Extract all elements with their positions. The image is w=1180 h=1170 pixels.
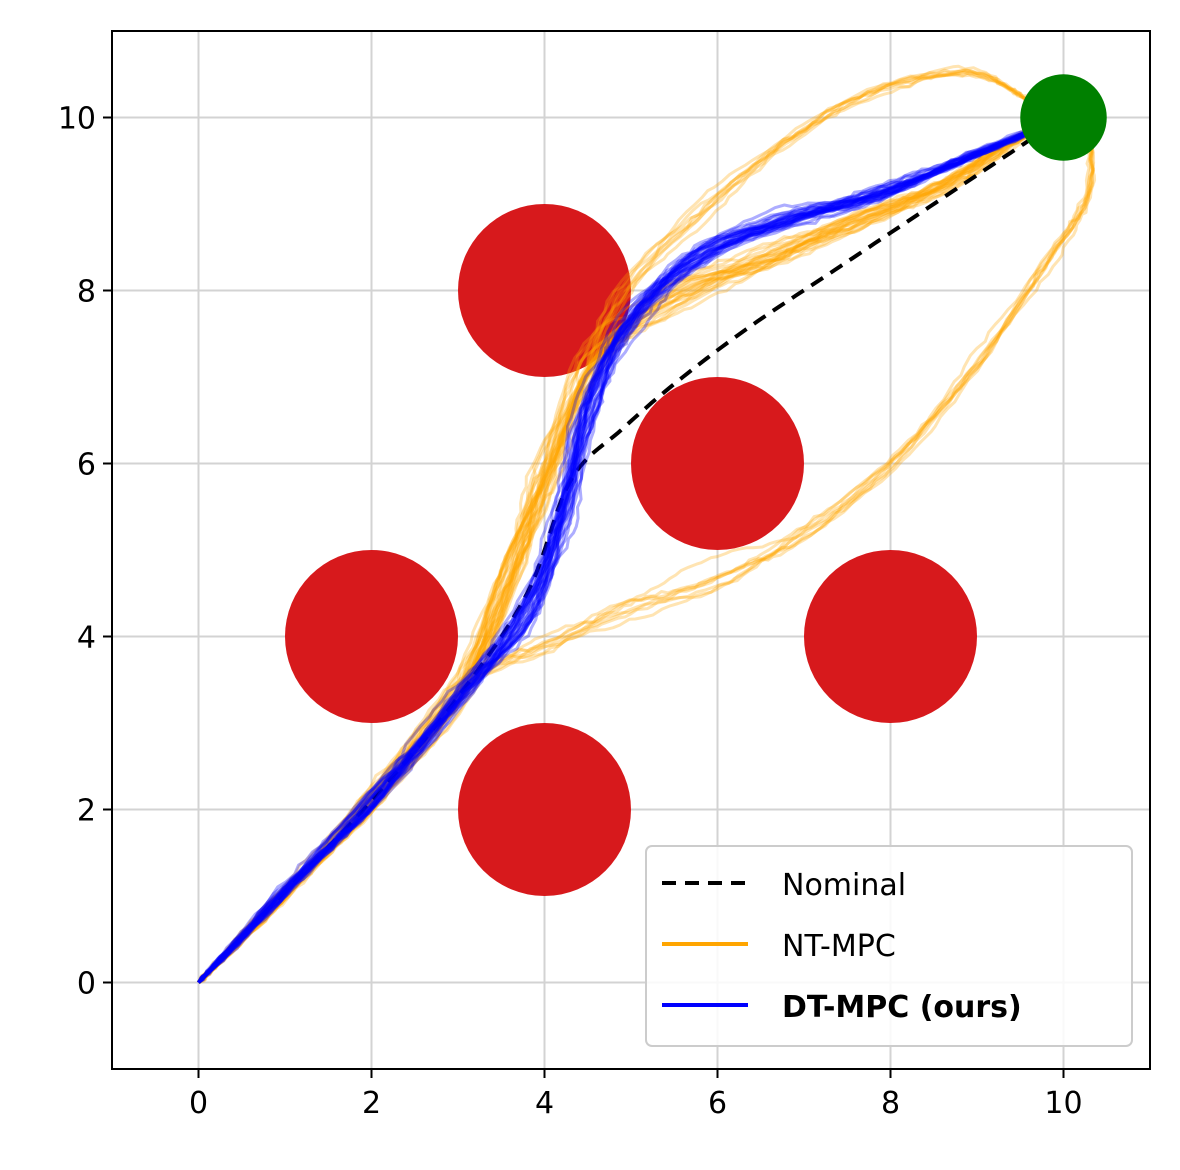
- goal-marker: [1020, 74, 1107, 161]
- y-tick-label: 8: [77, 275, 96, 310]
- nt-mpc-trajectory: [197, 127, 1095, 984]
- dt-mpc-trajectory: [197, 115, 1064, 984]
- y-tick-label: 6: [77, 448, 96, 483]
- nt-mpc-trajectory: [197, 118, 1065, 984]
- nt-mpc-trajectory: [197, 70, 1031, 984]
- axis-ticks: 0 2 4 6 8 10 0 2 4 6 8 10: [58, 102, 1083, 1122]
- dt-mpc-trajectory: [197, 114, 1063, 984]
- dt-mpc-trajectory: [197, 114, 1065, 984]
- obstacle: [458, 723, 631, 896]
- legend: Nominal NT-MPC DT-MPC (ours): [645, 845, 1133, 1047]
- nt-mpc-trajectory: [197, 117, 1065, 984]
- nt-mpc-trajectory: [197, 124, 1095, 984]
- nt-mpc-trajectory: [197, 125, 1097, 984]
- dt-mpc-trajectory: [197, 116, 1062, 984]
- y-tick-label: 2: [77, 794, 96, 829]
- nt-mpc-trajectory: [197, 64, 1030, 984]
- nt-mpc-trajectory: [197, 115, 1068, 984]
- dt-mpc-trajectory: [197, 116, 1062, 984]
- nt-mpc-trajectory: [197, 115, 1064, 984]
- x-tick-label: 4: [535, 1086, 554, 1121]
- x-tick-label: 2: [362, 1086, 381, 1121]
- obstacle: [804, 550, 977, 723]
- nt-mpc-trajectory: [197, 70, 1031, 984]
- legend-label-dt-mpc: DT-MPC (ours): [782, 990, 1022, 1025]
- dt-mpc-trajectory: [197, 117, 1064, 984]
- nt-mpc-trajectory: [197, 115, 1062, 984]
- dt-mpc-trajectory: [197, 118, 1065, 984]
- dt-mpc-trajectory: [197, 118, 1064, 984]
- nt-mpc-trajectory: [197, 117, 1066, 984]
- nt-mpc-trajectory: [197, 115, 1065, 984]
- nt-mpc-trajectory: [197, 68, 1032, 984]
- dt-mpc-trajectory: [197, 115, 1064, 984]
- nt-mpc-trajectory: [197, 125, 1095, 984]
- dt-mpc-trajectory: [197, 116, 1064, 984]
- nt-mpc-trajectory: [197, 114, 1068, 984]
- dt-mpc-trajectory: [197, 115, 1063, 984]
- nt-mpc-trajectory: [197, 68, 1030, 984]
- nominal-trajectory: [197, 115, 1065, 984]
- axes-frame: [111, 30, 1151, 1070]
- dt-mpc-trajectory: [197, 114, 1066, 984]
- dt-mpc-trajectory: [197, 119, 1063, 984]
- dt-mpc-trajectory: [197, 115, 1067, 984]
- nt-mpc-trajectory: [197, 114, 1064, 984]
- nt-mpc-trajectory: [197, 70, 1030, 984]
- dt-mpc-trajectory: [197, 117, 1065, 984]
- dt-mpc-trajectory: [197, 115, 1064, 984]
- legend-label-nominal: Nominal: [782, 868, 906, 903]
- dt-mpc-trajectory: [197, 116, 1065, 984]
- nt-mpc-trajectory: [197, 115, 1065, 984]
- x-tick-label: 0: [189, 1086, 208, 1121]
- nt-mpc-trajectory: [197, 116, 1065, 984]
- nt-mpc-trajectory: [198, 116, 1064, 984]
- nt-mpc-trajectory: [197, 72, 1032, 984]
- nt-mpc-trajectory: [197, 113, 1063, 984]
- obstacle: [458, 204, 631, 377]
- dt-mpc-trajectory: [197, 117, 1064, 984]
- legend-box: [645, 845, 1133, 1047]
- y-tick-label: 10: [58, 102, 96, 137]
- nt-mpc-trajectory: [197, 117, 1066, 984]
- dt-mpc-trajectory: [197, 116, 1064, 984]
- nt-mpc-trajectory: [197, 127, 1095, 984]
- dt-mpc-trajectory: [197, 117, 1065, 984]
- dt-mpc-trajectory: [197, 116, 1064, 984]
- dt-mpc-trajectory: [197, 115, 1065, 984]
- nt-mpc-trajectory: [197, 116, 1065, 984]
- y-tick-label: 0: [77, 967, 96, 1002]
- dt-mpc-trajectory: [197, 118, 1062, 984]
- nt-mpc-trajectory: [197, 126, 1091, 984]
- x-tick-label: 8: [881, 1086, 900, 1121]
- dt-mpc-trajectory: [197, 117, 1064, 984]
- dt-mpc-trajectory: [197, 115, 1061, 984]
- legend-label-nt-mpc: NT-MPC: [782, 929, 896, 964]
- nt-mpc-trajectory: [197, 117, 1063, 984]
- dt-mpc-trajectory: [197, 116, 1065, 984]
- x-tick-label: 6: [708, 1086, 727, 1121]
- data-layer: [197, 64, 1107, 984]
- x-tick-label: 10: [1044, 1086, 1082, 1121]
- dt-mpc-trajectory: [197, 117, 1064, 984]
- nt-mpc-trajectory: [197, 126, 1095, 984]
- dt-mpc-trajectory: [197, 115, 1063, 984]
- obstacle: [285, 550, 458, 723]
- dt-mpc-trajectory: [197, 116, 1064, 984]
- obstacle: [631, 377, 804, 550]
- y-tick-label: 4: [77, 621, 96, 656]
- dt-mpc-trajectory: [197, 117, 1066, 984]
- nt-mpc-trajectory: [197, 114, 1065, 984]
- nt-mpc-trajectory: [197, 117, 1062, 984]
